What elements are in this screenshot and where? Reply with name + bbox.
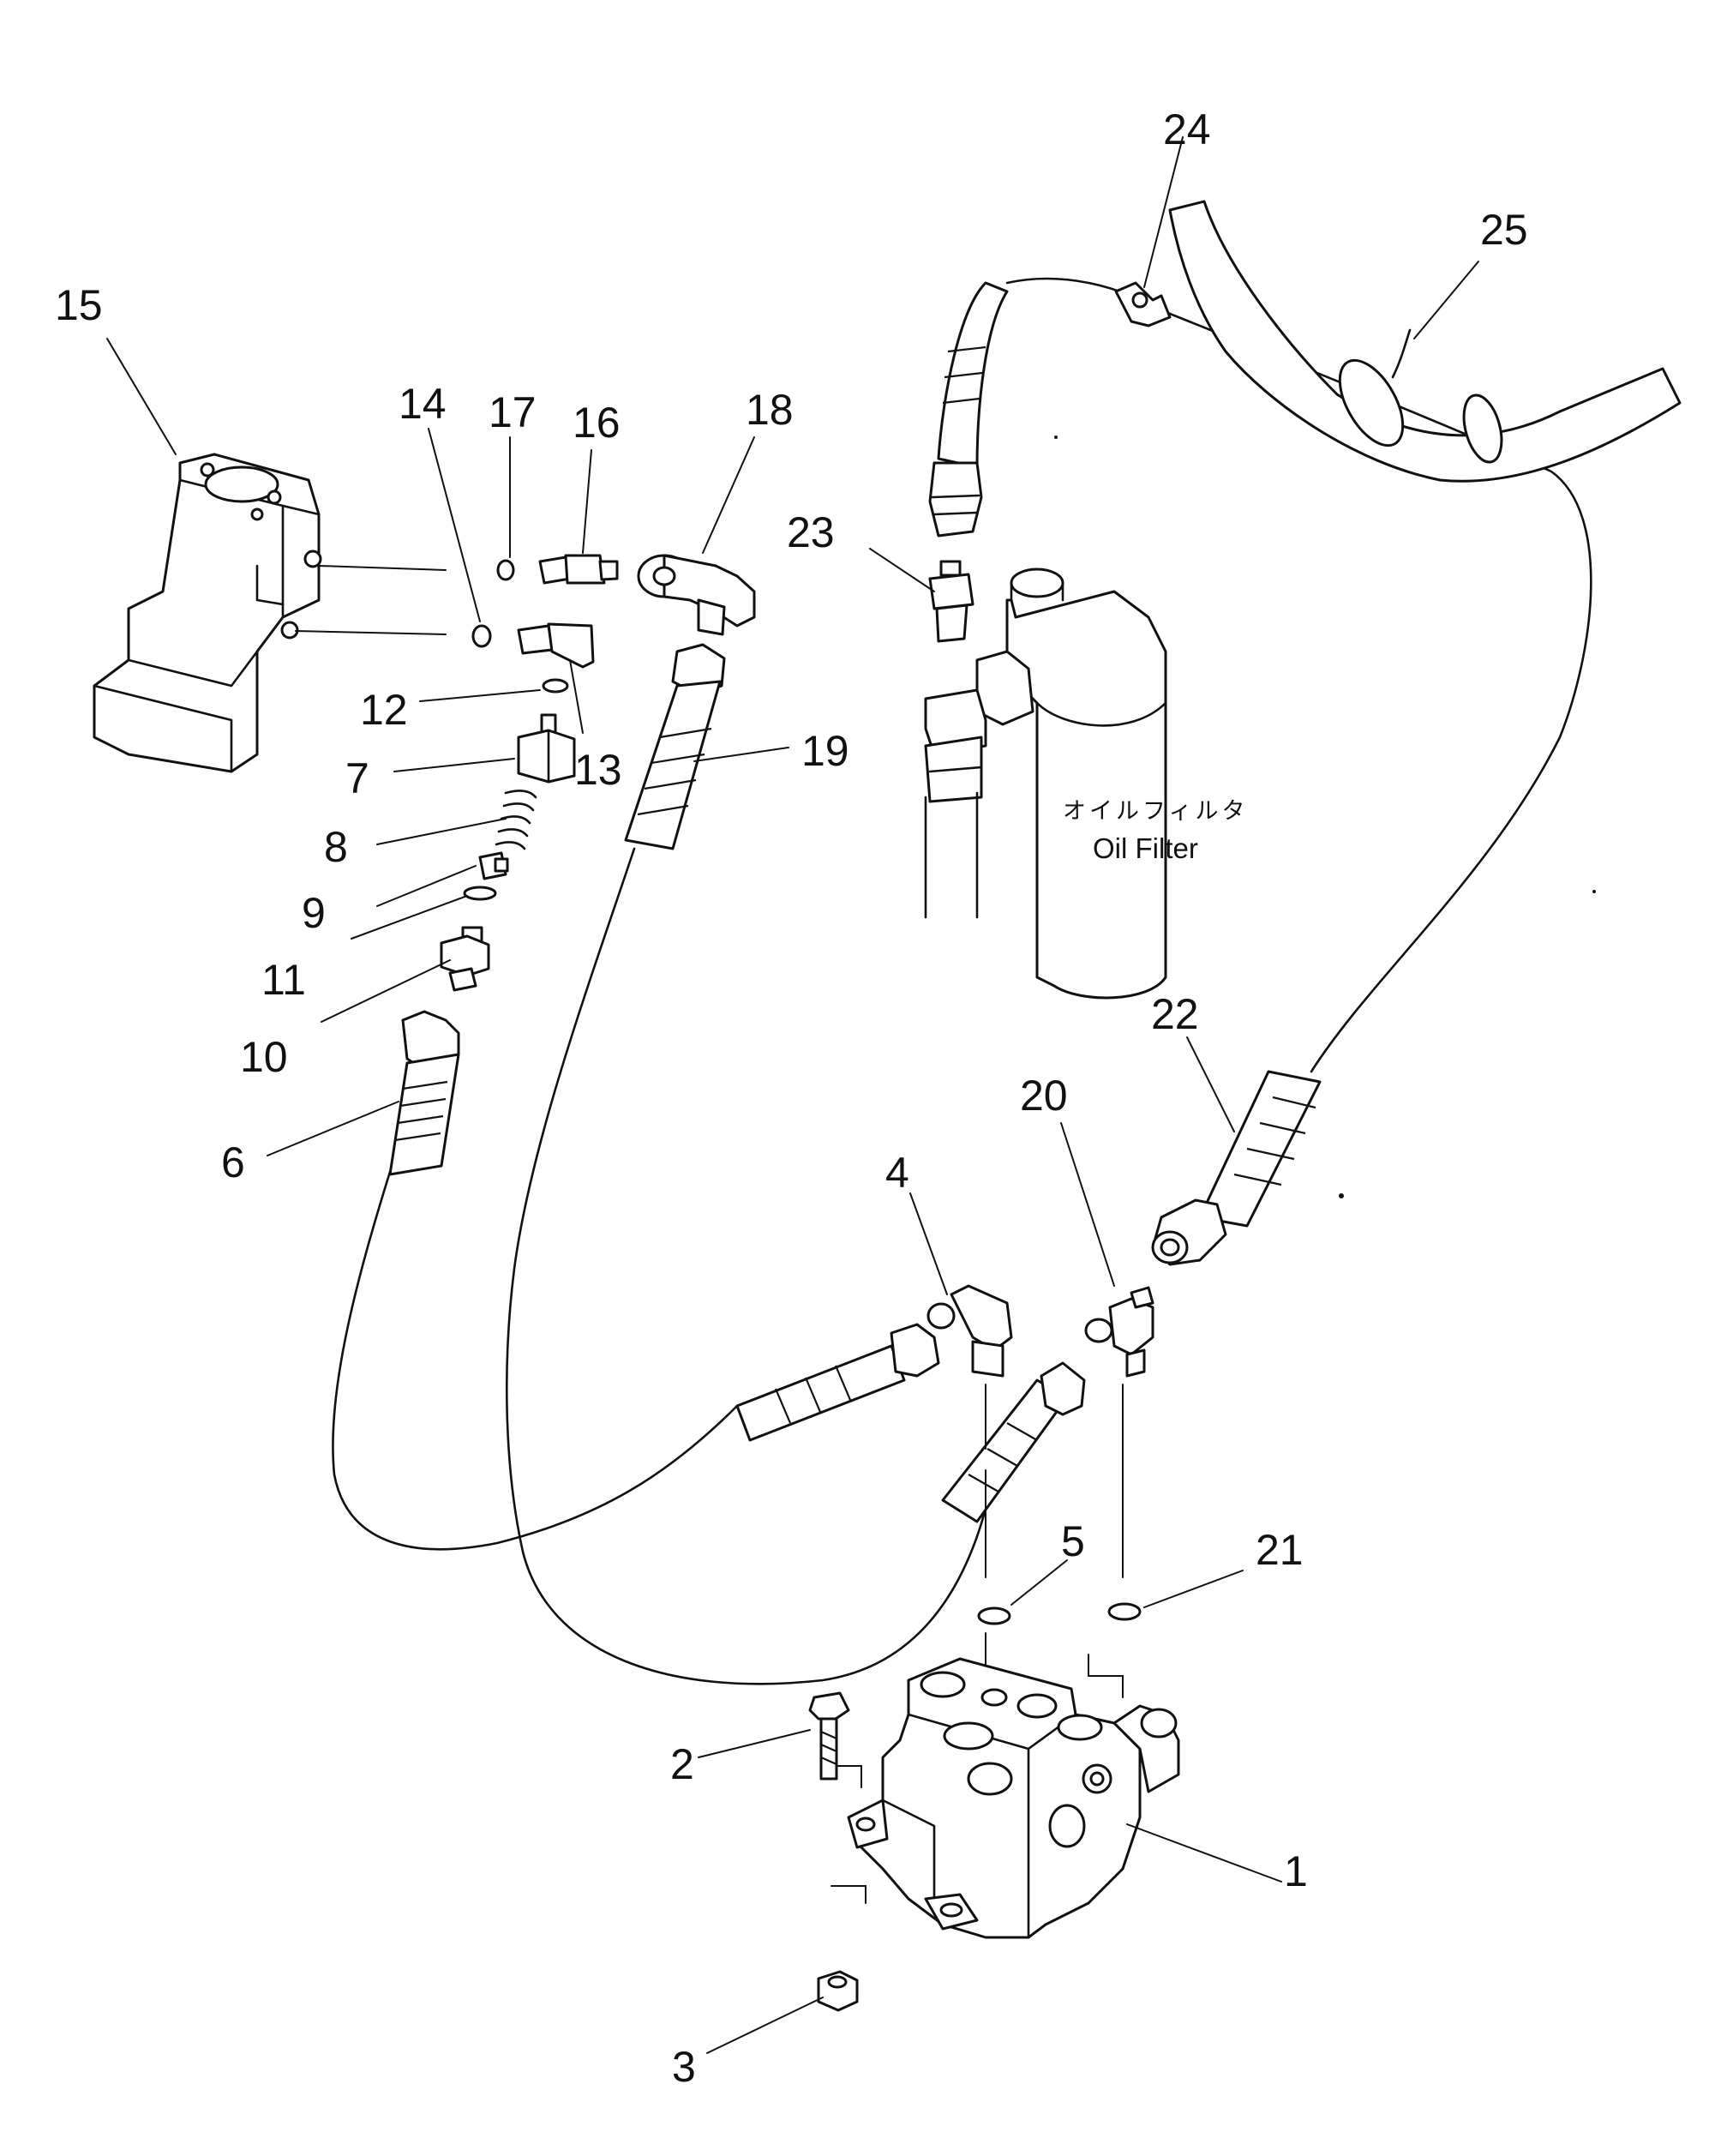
callout-12: 12	[360, 686, 408, 734]
o-ring-5	[977, 1606, 1011, 1625]
bolt-2	[808, 1691, 850, 1781]
callout-20: 20	[1020, 1072, 1068, 1120]
callout-24: 24	[1163, 105, 1211, 153]
fitting-23	[928, 560, 974, 643]
nut-3	[817, 1970, 859, 2012]
fittings-upper	[295, 554, 619, 694]
o-ring-14	[471, 624, 492, 648]
callout-7: 7	[345, 754, 369, 802]
callout-23: 23	[787, 508, 835, 556]
leader-lines	[106, 136, 1479, 2054]
hose-to-elbow-20	[941, 1361, 1086, 1523]
hose-25	[1168, 200, 1682, 483]
o-ring-21	[1107, 1602, 1142, 1621]
callout-4: 4	[885, 1149, 909, 1197]
steering-unit-15	[93, 453, 322, 773]
elbow-4	[926, 1284, 1013, 1378]
callout-2: 2	[670, 1740, 694, 1788]
elbow-20	[1084, 1286, 1154, 1378]
valve-stack	[440, 713, 576, 992]
callout-16: 16	[573, 399, 621, 447]
callout-19: 19	[801, 727, 849, 775]
oil-filter-label-jp: オイルフィルタ	[1063, 798, 1248, 825]
oil-filter-label-en: Oil Filter	[1093, 832, 1198, 864]
callouts: 1 2 3 4 5 6 7 8 9 10 11 12 13 14 15 16 1…	[55, 105, 1528, 2091]
valve-block-1	[847, 1657, 1180, 1939]
callout-13: 13	[574, 746, 622, 794]
clamp-24	[1114, 281, 1172, 327]
callout-5: 5	[1061, 1517, 1085, 1565]
callout-22: 22	[1151, 990, 1199, 1038]
hose-6	[388, 1010, 460, 1176]
callout-8: 8	[324, 823, 348, 871]
hose-19	[624, 643, 726, 850]
callout-10: 10	[240, 1033, 288, 1081]
callout-3: 3	[672, 2043, 696, 2091]
callout-14: 14	[399, 380, 447, 428]
hose-top	[928, 281, 1009, 537]
callout-9: 9	[302, 889, 326, 937]
oil-filter: オイルフィルタ Oil Filter	[924, 568, 1248, 1000]
callout-21: 21	[1256, 1526, 1304, 1574]
callout-18: 18	[746, 386, 794, 434]
hose-to-elbow-4	[735, 1323, 940, 1442]
scan-specks	[1054, 435, 1596, 1198]
callout-25: 25	[1480, 206, 1528, 254]
callout-6: 6	[221, 1138, 245, 1186]
o-ring-12	[542, 678, 569, 694]
callout-15: 15	[55, 281, 103, 329]
o-ring-17	[496, 559, 515, 581]
callout-1: 1	[1284, 1847, 1308, 1895]
callout-11: 11	[261, 956, 306, 1004]
elbow-18	[637, 554, 756, 636]
callout-17: 17	[489, 388, 537, 436]
hose-22	[1151, 1070, 1322, 1266]
